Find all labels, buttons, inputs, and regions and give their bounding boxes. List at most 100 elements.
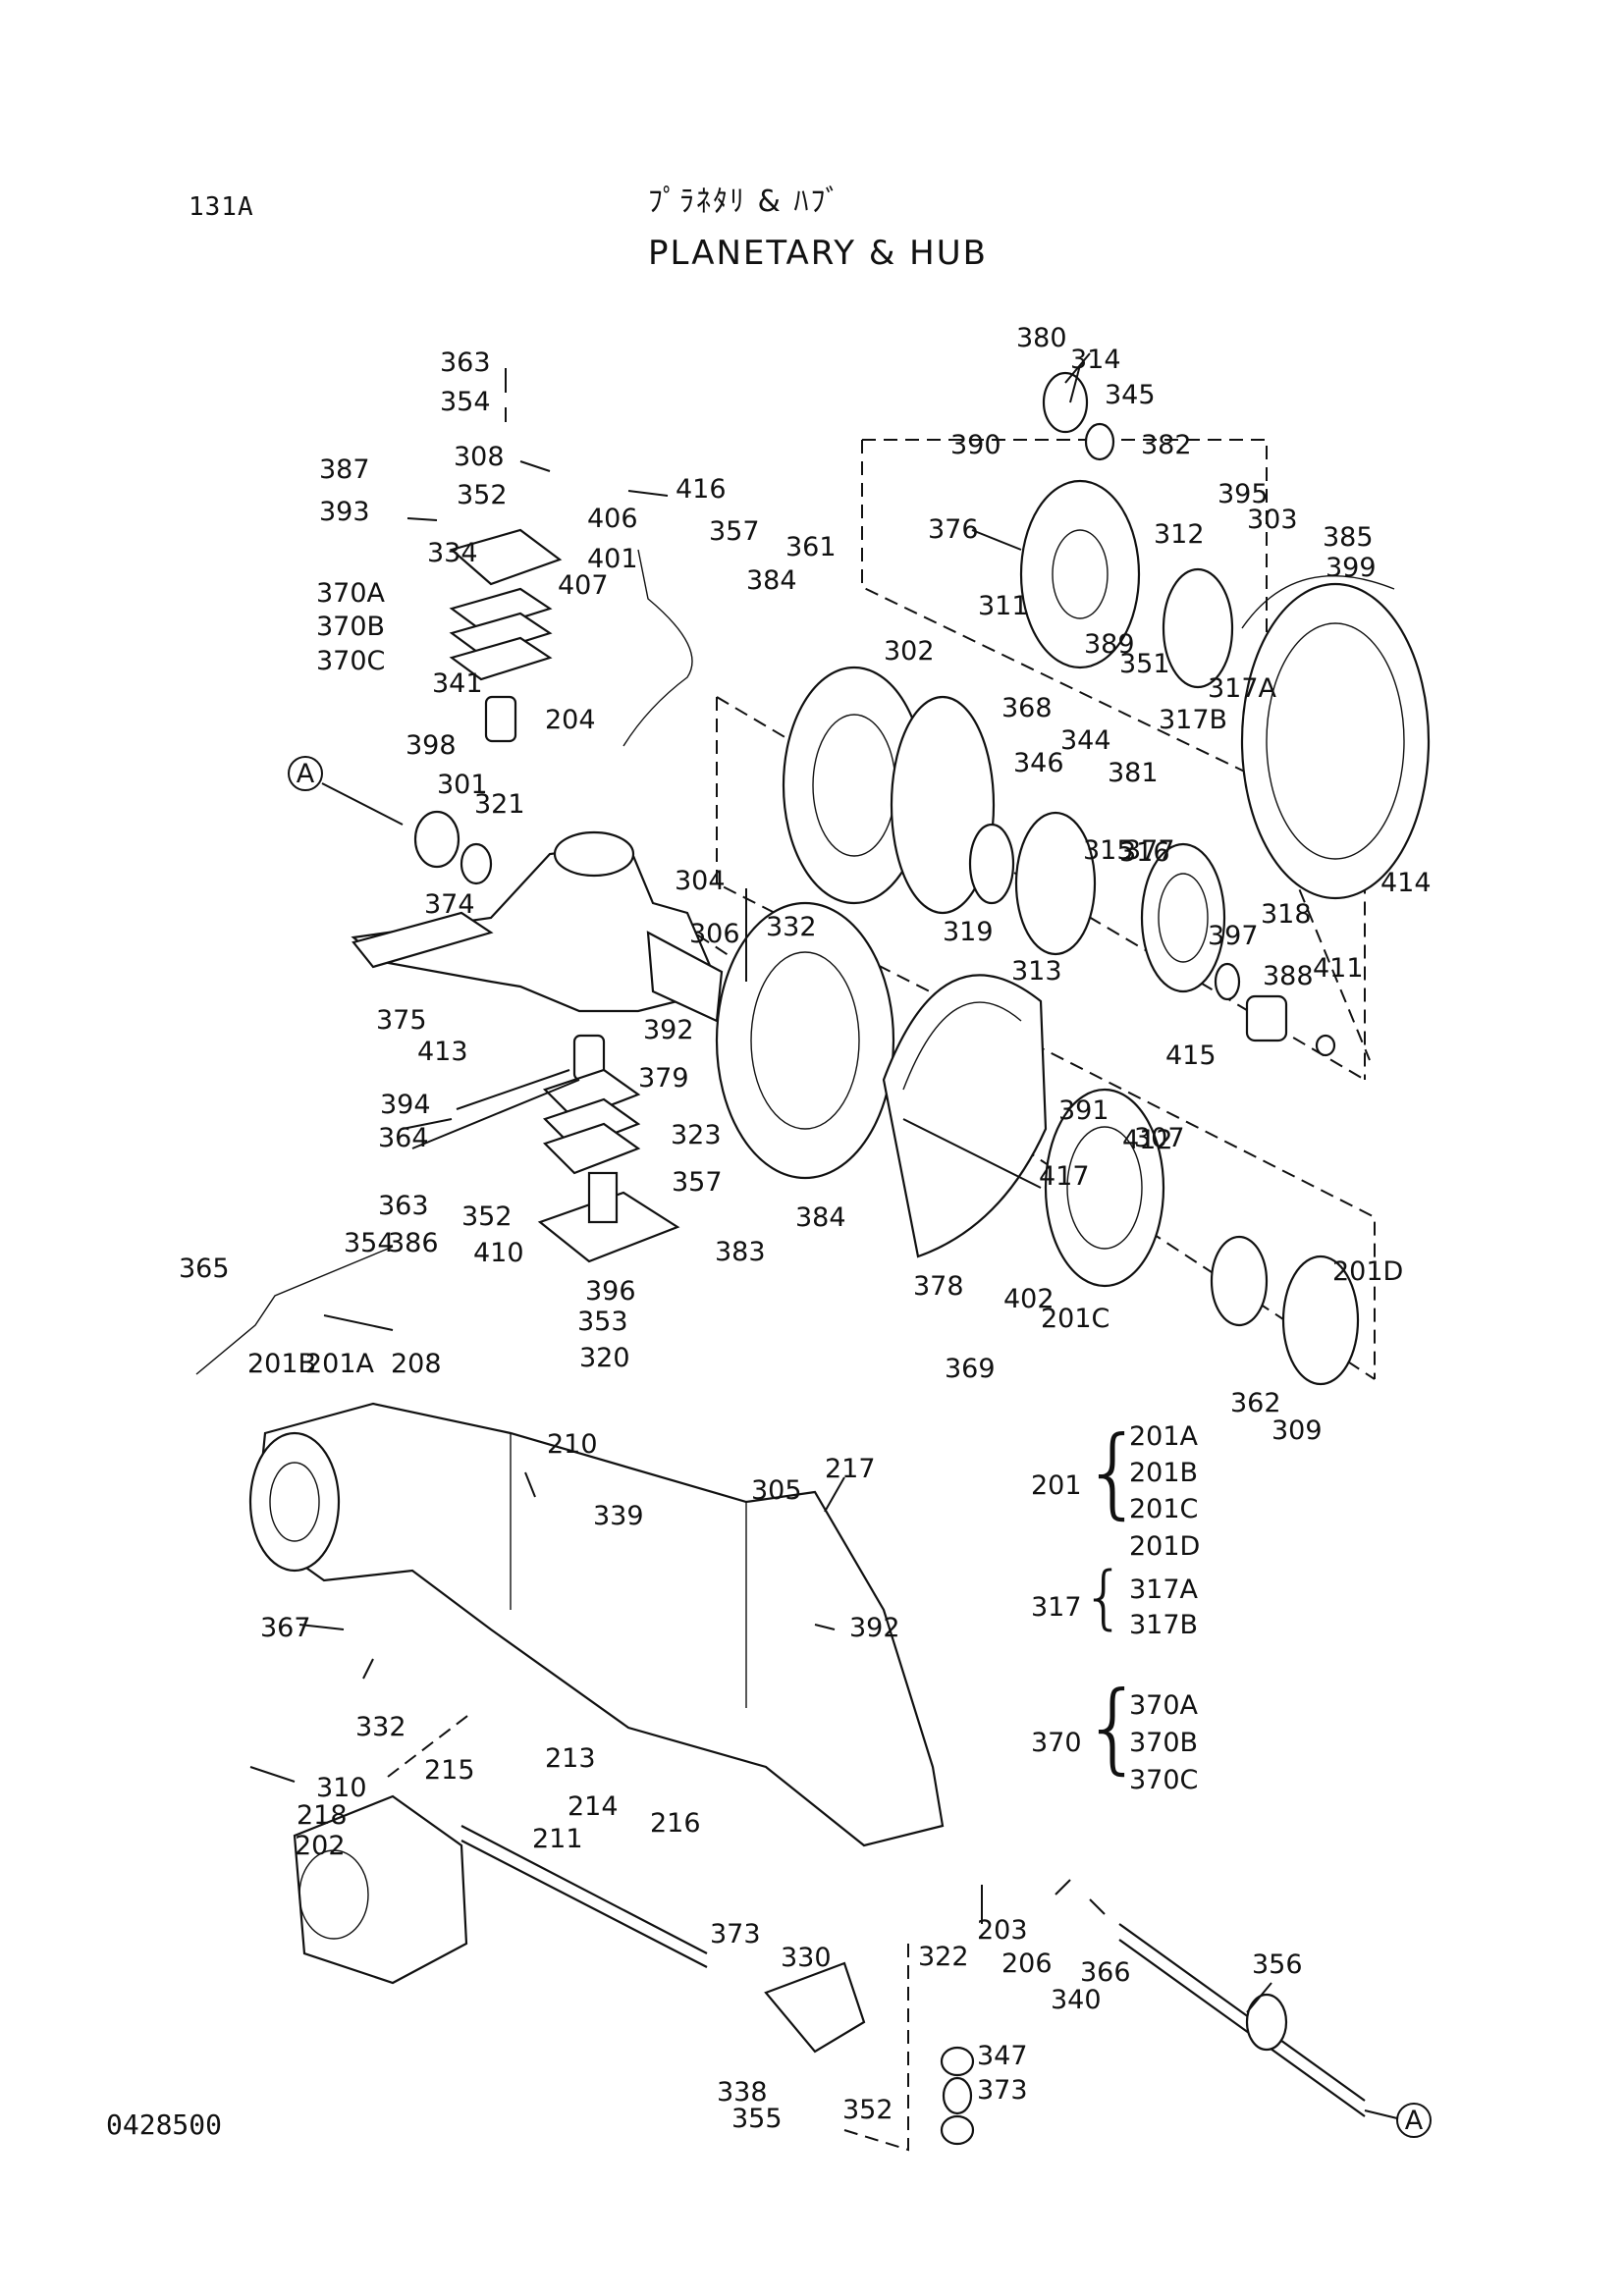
part-callout-label: 304 (675, 866, 726, 896)
part-callout-label: 406 (587, 504, 638, 534)
part-callout-label: 313 (1011, 956, 1062, 987)
part-callout-label: 201C (1041, 1304, 1109, 1334)
part-callout-label: 215 (424, 1755, 475, 1786)
part-callout-label: 389 (1084, 629, 1135, 660)
part-callout-label: 394 (380, 1090, 431, 1120)
part-callout-label: 307 (1134, 1123, 1185, 1153)
part-callout-label: 381 (1108, 758, 1159, 788)
group-item: 201B (1129, 1458, 1199, 1488)
part-callout-label: 306 (689, 919, 740, 949)
group-item: 370B (1129, 1728, 1199, 1758)
part-callout-label: 344 (1060, 725, 1111, 756)
part-callout-label: 417 (1039, 1161, 1090, 1192)
part-callout-label: 402 (1003, 1284, 1055, 1314)
part-callout-label: 384 (746, 565, 797, 596)
part-callout-label: 312 (1154, 519, 1205, 550)
part-callout-label: 301 (437, 770, 488, 800)
part-callout-label: 201A (305, 1349, 375, 1379)
part-callout-label: 353 (577, 1307, 628, 1337)
part-callout-label: 352 (842, 2095, 893, 2125)
part-callout-label: 396 (585, 1276, 636, 1307)
reference-marker-bottom: A (1364, 2103, 1432, 2138)
part-callout-label: 412 (1122, 1125, 1173, 1155)
part-callout-label: 368 (1001, 693, 1053, 723)
part-callout-label: 380 (1016, 323, 1067, 353)
part-callout-label: 399 (1325, 553, 1377, 583)
group-brace: { (1082, 1670, 1145, 1785)
part-callout-label: 208 (391, 1349, 442, 1379)
part-callout-label: 206 (1001, 1949, 1053, 1979)
part-callout-label: 214 (568, 1791, 619, 1822)
group-item: 201D (1129, 1531, 1201, 1562)
part-callout-label: 354 (344, 1228, 395, 1258)
part-callout-label: 314 (1070, 345, 1121, 375)
part-callout-label: 341 (432, 668, 483, 699)
part-callout-label: 347 (977, 2041, 1028, 2071)
part-callout-label: 413 (417, 1037, 468, 1067)
part-callout-label: 339 (593, 1501, 644, 1531)
part-callout-label: 303 (1247, 505, 1298, 535)
part-callout-label: 383 (715, 1237, 766, 1267)
part-callout-label: 379 (638, 1063, 689, 1094)
group-code: 201 (1031, 1470, 1082, 1501)
part-callout-label: 415 (1165, 1041, 1217, 1071)
part-callout-label: 361 (785, 532, 837, 562)
title-japanese: ﾌﾟﾗﾈﾀﾘ & ﾊﾌﾞ (648, 185, 842, 219)
page-code: 131A (189, 192, 254, 222)
part-callout-label: 309 (1271, 1415, 1323, 1446)
part-callout-label: 318 (1261, 899, 1312, 930)
part-callout-label: 364 (378, 1123, 429, 1153)
part-callout-label: 357 (672, 1167, 723, 1198)
part-callout-label: 352 (461, 1201, 513, 1232)
part-callout-label: 370A (316, 578, 386, 609)
part-callout-label: 202 (295, 1831, 346, 1861)
part-callout-label: 210 (547, 1429, 598, 1460)
part-callout-label: 340 (1051, 1985, 1102, 2015)
part-callout-label: 385 (1323, 522, 1374, 553)
part-callout-label: 407 (558, 570, 609, 601)
group-brace: { (1082, 1415, 1145, 1529)
reference-marker-top: A (288, 756, 404, 826)
part-callout-label: 386 (388, 1228, 439, 1258)
part-callout-label: 378 (913, 1271, 964, 1302)
part-callout-label: 334 (427, 538, 478, 568)
part-callout-label: 332 (766, 912, 817, 942)
group-item: 317A (1129, 1575, 1199, 1605)
part-callout-label: 338 (717, 2077, 768, 2108)
part-callout-label: 401 (587, 544, 638, 574)
part-callout-label: 397 (1208, 921, 1259, 951)
part-callout-label: 366 (1080, 1957, 1131, 1988)
part-callout-label: 365 (179, 1254, 230, 1284)
group-brace: { (1082, 1557, 1126, 1637)
part-callout-label: 216 (650, 1808, 701, 1839)
part-callout-label: 392 (849, 1613, 900, 1643)
part-callout-label: 375 (376, 1005, 427, 1036)
part-callout-label: 411 (1313, 953, 1364, 984)
group-item: 317B (1129, 1610, 1199, 1640)
part-callout-label: 356 (1252, 1949, 1303, 1980)
part-callout-label: 355 (731, 2104, 783, 2134)
part-callout-label: 387 (319, 454, 370, 485)
part-callout-label: 330 (781, 1943, 832, 1973)
part-callout-label: 317A (1208, 673, 1277, 704)
part-callout-label: 217 (825, 1454, 876, 1484)
part-callout-label: 346 (1013, 748, 1064, 778)
part-callout-label: 302 (884, 636, 935, 667)
part-callout-label: 352 (457, 480, 508, 510)
part-callout-label: 414 (1380, 868, 1432, 898)
part-callout-label: 201B (247, 1349, 316, 1379)
title-english: PLANETARY & HUB (648, 234, 988, 273)
reference-marker-bottom-label: A (1405, 2106, 1424, 2136)
part-callout-label: 376 (928, 514, 979, 545)
part-callout-label: 384 (795, 1202, 846, 1233)
part-callout-label: 354 (440, 387, 491, 417)
part-callout-label: 393 (319, 497, 370, 527)
part-callout-label: 391 (1058, 1095, 1109, 1126)
group-item: 370C (1129, 1765, 1199, 1795)
part-callout-label: 382 (1141, 430, 1192, 460)
part-callout-label: 416 (676, 474, 727, 505)
part-callout-label: 315 (1083, 835, 1134, 866)
reference-marker-top-label: A (297, 759, 315, 789)
